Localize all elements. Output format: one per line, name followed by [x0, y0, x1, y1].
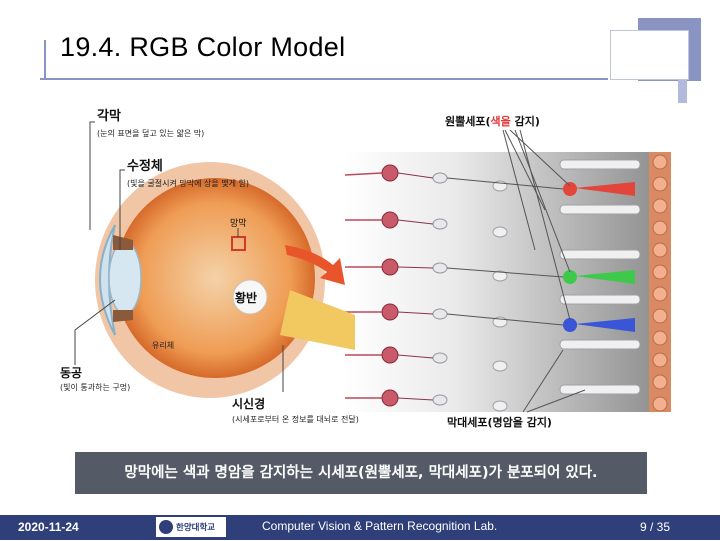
slide-title: 19.4. RGB Color Model — [60, 32, 346, 62]
retina-panel — [345, 152, 670, 412]
cone-label-colored: 색을 — [491, 114, 511, 128]
ganglion-cells — [381, 164, 399, 407]
pigment-cells — [652, 154, 668, 412]
optic-nerve-desc: (시세포로부터 온 정보를 대뇌로 전달) — [232, 414, 359, 424]
pupil-label: 동공 — [60, 366, 82, 380]
blue-cone — [575, 318, 635, 332]
green-cone — [575, 270, 635, 284]
bipolar-cells — [432, 172, 448, 406]
cone-label-prefix: 원뿔세포( — [445, 114, 491, 128]
pupil-desc: (빛이 통과하는 구멍) — [60, 382, 130, 392]
footer-bar — [0, 515, 720, 540]
retina-label: 망막 — [230, 218, 247, 229]
red-cone — [575, 182, 635, 196]
logo-text: 한양대학교 — [176, 522, 215, 533]
green-cone-body — [563, 270, 577, 284]
cone-connectors — [446, 177, 564, 326]
rod-pointer-lines — [522, 349, 586, 413]
rod-label: 막대세포(명암을 감지) — [447, 415, 552, 429]
nerve-fibers — [344, 172, 383, 399]
macula-spot — [232, 279, 268, 315]
eye-retina-figure: 각막 (눈의 표면을 덮고 있는 얇은 막) 수정체 (빛을 굴절시켜 망막에 … — [60, 108, 671, 429]
connecting-fibers — [397, 172, 434, 401]
lens — [108, 241, 142, 315]
corner-decoration-strip — [678, 80, 687, 103]
iris — [113, 235, 133, 322]
cone-label: 원뿔세포(색을 감지) — [445, 114, 540, 128]
title-underline — [40, 78, 608, 80]
caption-box — [75, 452, 647, 494]
blue-cone-body — [563, 318, 577, 332]
university-logo: 한양대학교 — [156, 517, 226, 537]
pigment-layer — [649, 152, 671, 412]
cornea-label: 각막 — [97, 108, 121, 124]
footer-date: 2020-11-24 — [18, 520, 79, 534]
zoom-arrow — [285, 245, 345, 285]
red-cone-body — [563, 182, 577, 196]
macula-label: 황반 — [235, 290, 257, 305]
page-number: 9 / 35 — [640, 520, 671, 534]
label-leader-lines — [74, 121, 284, 392]
caption-text: 망막에는 색과 명암을 감지하는 시세포(원뿔세포, 막대세포)가 분포되어 있… — [124, 465, 598, 481]
lens-label: 수정체 — [127, 158, 163, 174]
footer-lab-name: Computer Vision & Pattern Recognition La… — [262, 519, 498, 533]
cornea — [99, 224, 116, 336]
cone-label-suffix: 감지) — [511, 114, 540, 128]
corner-decoration-inner — [610, 30, 689, 80]
eyeball — [115, 178, 315, 378]
optic-nerve-label: 시신경 — [232, 396, 265, 411]
title-vertical-rule — [44, 40, 46, 80]
lens-desc: (빛을 굴절시켜 망막에 상을 맺게 함) — [127, 178, 249, 188]
vitreous-label: 유리체 — [152, 340, 174, 350]
cone-pointer-lines — [502, 129, 571, 321]
cornea-desc: (눈의 표면을 덮고 있는 얇은 막) — [97, 128, 204, 138]
optic-nerve — [280, 290, 355, 350]
